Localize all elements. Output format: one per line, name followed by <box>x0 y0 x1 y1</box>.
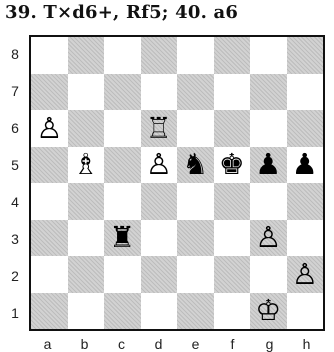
square-e6[interactable] <box>177 110 214 147</box>
square-f4[interactable] <box>214 183 251 220</box>
file-label: g <box>260 336 280 352</box>
square-b5[interactable]: ♗ <box>68 147 105 184</box>
square-a6[interactable]: ♙ <box>31 110 68 147</box>
square-g8[interactable] <box>250 37 287 74</box>
file-label: c <box>112 336 132 352</box>
square-d6[interactable]: ♖ <box>141 110 178 147</box>
square-h7[interactable] <box>287 74 324 111</box>
white-rook-icon[interactable]: ♖ <box>146 114 172 143</box>
square-h3[interactable] <box>287 220 324 257</box>
square-d2[interactable] <box>141 256 178 293</box>
white-pawn-icon[interactable]: ♙ <box>292 260 318 289</box>
square-a4[interactable] <box>31 183 68 220</box>
square-a1[interactable] <box>31 293 68 330</box>
square-a7[interactable] <box>31 74 68 111</box>
file-label: f <box>223 336 243 352</box>
square-e8[interactable] <box>177 37 214 74</box>
square-g3[interactable]: ♙ <box>250 220 287 257</box>
square-e4[interactable] <box>177 183 214 220</box>
black-knight-icon[interactable]: ♞ <box>182 150 208 179</box>
square-g5[interactable]: ♟ <box>250 147 287 184</box>
file-label: h <box>297 336 317 352</box>
white-pawn-icon[interactable]: ♙ <box>255 223 281 252</box>
square-b3[interactable] <box>68 220 105 257</box>
square-b7[interactable] <box>68 74 105 111</box>
square-b2[interactable] <box>68 256 105 293</box>
square-g4[interactable] <box>250 183 287 220</box>
square-a8[interactable] <box>31 37 68 74</box>
square-a3[interactable] <box>31 220 68 257</box>
square-f5[interactable]: ♚ <box>214 147 251 184</box>
rank-label: 7 <box>8 83 22 99</box>
square-a5[interactable] <box>31 147 68 184</box>
square-d5[interactable]: ♙ <box>141 147 178 184</box>
square-g1[interactable]: ♔ <box>250 293 287 330</box>
square-f1[interactable] <box>214 293 251 330</box>
black-rook-icon[interactable]: ♜ <box>109 223 135 252</box>
square-d1[interactable] <box>141 293 178 330</box>
square-h4[interactable] <box>287 183 324 220</box>
square-d7[interactable] <box>141 74 178 111</box>
square-f7[interactable] <box>214 74 251 111</box>
square-h5[interactable]: ♟ <box>287 147 324 184</box>
file-label: e <box>186 336 206 352</box>
square-c3[interactable]: ♜ <box>104 220 141 257</box>
file-label: a <box>38 336 58 352</box>
square-h2[interactable]: ♙ <box>287 256 324 293</box>
square-f3[interactable] <box>214 220 251 257</box>
rank-label: 4 <box>8 194 22 210</box>
white-pawn-icon[interactable]: ♙ <box>36 114 62 143</box>
file-label: d <box>149 336 169 352</box>
square-g7[interactable] <box>250 74 287 111</box>
square-d8[interactable] <box>141 37 178 74</box>
file-label: b <box>75 336 95 352</box>
square-c5[interactable] <box>104 147 141 184</box>
chess-board: ♙ ♖ ♗ ♙ ♞ ♚ ♟ ♟ ♜ ♙ ♙ ♔ <box>29 35 325 331</box>
rank-label: 8 <box>8 46 22 62</box>
square-f8[interactable] <box>214 37 251 74</box>
square-f2[interactable] <box>214 256 251 293</box>
square-g2[interactable] <box>250 256 287 293</box>
square-h1[interactable] <box>287 293 324 330</box>
rank-label: 5 <box>8 157 22 173</box>
white-king-icon[interactable]: ♔ <box>255 296 281 325</box>
square-c6[interactable] <box>104 110 141 147</box>
rank-label: 3 <box>8 231 22 247</box>
square-c7[interactable] <box>104 74 141 111</box>
square-b6[interactable] <box>68 110 105 147</box>
black-pawn-icon[interactable]: ♟ <box>255 150 281 179</box>
black-king-icon[interactable]: ♚ <box>219 150 245 179</box>
black-pawn-icon[interactable]: ♟ <box>292 150 318 179</box>
square-c2[interactable] <box>104 256 141 293</box>
square-e3[interactable] <box>177 220 214 257</box>
move-caption: 39. T×d6+, Rf5; 40. a6 <box>5 2 238 23</box>
rank-label: 1 <box>8 305 22 321</box>
square-c4[interactable] <box>104 183 141 220</box>
square-a2[interactable] <box>31 256 68 293</box>
square-e5[interactable]: ♞ <box>177 147 214 184</box>
square-d3[interactable] <box>141 220 178 257</box>
white-pawn-icon[interactable]: ♙ <box>146 150 172 179</box>
square-f6[interactable] <box>214 110 251 147</box>
square-c8[interactable] <box>104 37 141 74</box>
square-e2[interactable] <box>177 256 214 293</box>
square-b4[interactable] <box>68 183 105 220</box>
rank-label: 2 <box>8 268 22 284</box>
square-e1[interactable] <box>177 293 214 330</box>
white-bishop-icon[interactable]: ♗ <box>73 150 99 179</box>
square-b8[interactable] <box>68 37 105 74</box>
square-h8[interactable] <box>287 37 324 74</box>
square-e7[interactable] <box>177 74 214 111</box>
square-c1[interactable] <box>104 293 141 330</box>
square-g6[interactable] <box>250 110 287 147</box>
square-h6[interactable] <box>287 110 324 147</box>
square-b1[interactable] <box>68 293 105 330</box>
rank-label: 6 <box>8 120 22 136</box>
square-d4[interactable] <box>141 183 178 220</box>
